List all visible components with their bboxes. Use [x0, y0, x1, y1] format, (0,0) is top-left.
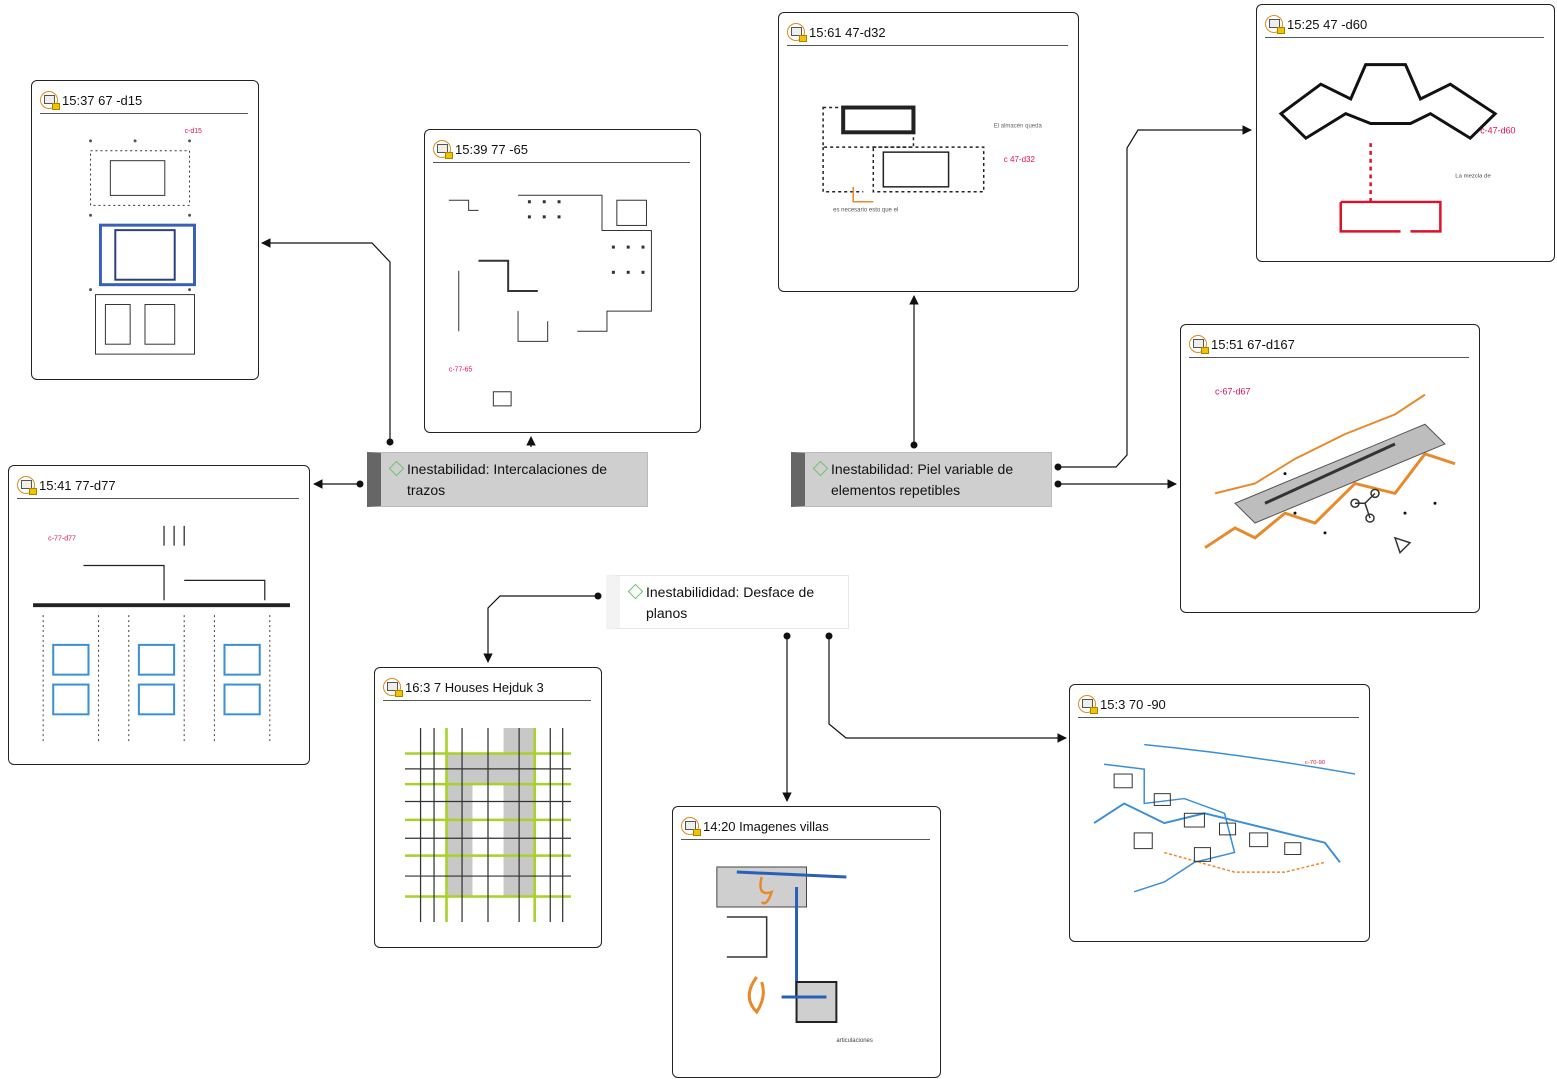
sketch-image: [405, 728, 571, 922]
document-quotation-icon: [17, 476, 37, 495]
quotation-card-d60[interactable]: 15:25 47 -d60 c-47-d60 La mezcla de: [1256, 4, 1555, 262]
card-header: 16:3 7 Houses Hejduk 3: [383, 674, 591, 701]
document-quotation-icon: [787, 23, 807, 42]
sketch-image: articulaciones: [687, 847, 926, 1067]
card-title: 15:3 70 -90: [1100, 696, 1166, 712]
link-desface-to-hejduk: [483, 595, 598, 663]
sketch-note: c-d15: [185, 128, 202, 135]
card-header: 15:3 70 -90: [1078, 691, 1359, 718]
document-quotation-icon: [1078, 695, 1098, 714]
quotation-card-d77[interactable]: 15:41 77-d77 c-77-d77: [8, 465, 310, 765]
sketch-note: c-47-d60: [1480, 125, 1515, 135]
document-quotation-icon: [1265, 15, 1285, 34]
link-intercal-to-d15: [261, 238, 391, 442]
code-label: Inestabilidad: Piel variable de elemento…: [831, 461, 1014, 498]
sketch-image: c-77-d77: [23, 506, 295, 754]
card-header: 15:25 47 -d60: [1265, 11, 1544, 38]
sketch-note: La mezcla de: [1455, 173, 1491, 179]
code-label: Inestabilidad: Intercalaciones de trazos: [407, 461, 608, 498]
quotation-card-d15[interactable]: 15:37 67 -d15 c-d15: [31, 80, 259, 380]
quotation-card-65[interactable]: 15:39 77 -65 c-77-65: [424, 129, 701, 433]
document-quotation-icon: [383, 678, 403, 697]
sketch-note: articulaciones: [836, 1038, 872, 1044]
quotation-card-villas[interactable]: 14:20 Imagenes villas articulaciones: [672, 806, 941, 1078]
sketch-note: c-77-65: [449, 367, 473, 374]
card-header: 14:20 Imagenes villas: [681, 813, 930, 840]
quotation-card-d32[interactable]: 15:61 47-d32 El almacén queda c 47-d32 e…: [778, 12, 1079, 292]
sketch-note: c-67-d67: [1215, 387, 1251, 397]
link-desface-to-90: [828, 636, 1067, 743]
sketch-image: c-d15: [46, 121, 244, 369]
quotation-card-hejduk[interactable]: 16:3 7 Houses Hejduk 3: [374, 667, 602, 948]
code-node-piel-variable[interactable]: Inestabilidad: Piel variable de elemento…: [791, 452, 1052, 507]
card-title: 15:25 47 -d60: [1287, 16, 1368, 32]
sketch-note: c-77-d77: [48, 536, 76, 543]
card-header: 15:39 77 -65: [433, 136, 690, 163]
code-node-intercalaciones[interactable]: Inestabilidad: Intercalaciones de trazos: [367, 452, 648, 507]
document-quotation-icon: [40, 91, 60, 110]
code-diamond-icon: [812, 460, 829, 477]
sketch-note: c-70-90: [1305, 760, 1326, 766]
document-quotation-icon: [1189, 335, 1209, 354]
sketch-image: c-77-65: [439, 170, 686, 422]
card-title: 14:20 Imagenes villas: [703, 818, 829, 834]
card-title: 15:37 67 -d15: [62, 92, 143, 108]
card-title: 15:51 67-d167: [1211, 336, 1295, 352]
sketch-image: El almacén queda c 47-d32 es necesario e…: [793, 53, 1064, 281]
card-title: 15:61 47-d32: [809, 24, 886, 40]
code-label: Inestabilididad: Desface de planos: [646, 584, 815, 621]
card-title: 16:3 7 Houses Hejduk 3: [405, 679, 544, 695]
code-node-desface[interactable]: Inestabilididad: Desface de planos: [606, 575, 849, 629]
document-quotation-icon: [681, 817, 701, 836]
card-title: 15:41 77-d77: [39, 477, 116, 493]
sketch-image: c-70-90: [1084, 725, 1355, 931]
quotation-card-90[interactable]: 15:3 70 -90 c-70-90: [1069, 684, 1370, 942]
sketch-note: El almacén queda: [994, 123, 1043, 129]
sketch-image: c-47-d60 La mezcla de: [1271, 45, 1540, 251]
sketch-image: c-67-d67: [1195, 365, 1465, 602]
card-header: 15:51 67-d167: [1189, 331, 1469, 358]
code-diamond-icon: [388, 460, 405, 477]
quotation-card-d167[interactable]: 15:51 67-d167 c-67-d67: [1180, 324, 1480, 613]
card-title: 15:39 77 -65: [455, 141, 529, 157]
card-header: 15:37 67 -d15: [40, 87, 248, 114]
document-quotation-icon: [433, 140, 453, 159]
code-diamond-icon: [627, 583, 644, 600]
card-header: 15:41 77-d77: [17, 472, 299, 499]
sketch-note: c 47-d32: [1004, 155, 1036, 164]
sketch-note: es necesario esto que el: [833, 208, 898, 214]
card-header: 15:61 47-d32: [787, 19, 1068, 46]
